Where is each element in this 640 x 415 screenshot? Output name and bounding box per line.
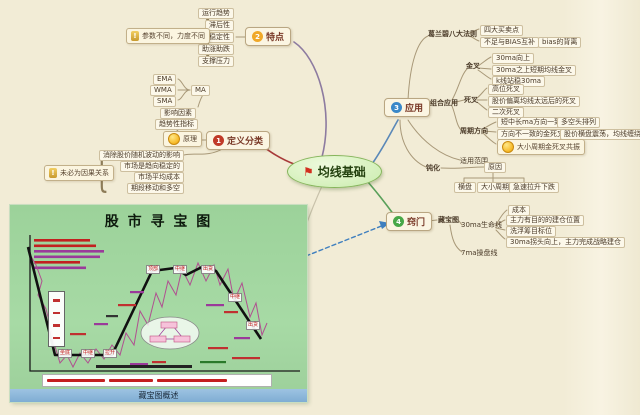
stage-label: 中继 <box>81 349 96 358</box>
flag-icon: ⚑ <box>303 164 314 179</box>
gelanbi-child: 四大买卖点 <box>480 25 523 36</box>
cangbaotu-node: 藏宝图 <box>438 216 459 224</box>
branch-dingyi-label: 定义分类 <box>227 137 264 147</box>
emoji-laughing-icon <box>502 141 514 153</box>
ma-item: MA <box>191 85 210 96</box>
branch-tedian-label: 特点 <box>266 33 285 43</box>
vertical-note-box <box>48 291 65 347</box>
line30-child: 洗浮筹目标位 <box>506 226 556 237</box>
yuanli-label: 原理 <box>183 135 197 143</box>
jincha-child: 30ma之上短期均线金叉 <box>492 65 577 76</box>
stage-label: 出货 <box>201 265 216 274</box>
stage-label: 出货 <box>246 321 261 330</box>
center-label: 均线基础 <box>317 165 366 179</box>
sma-item: SMA <box>153 96 177 107</box>
zhouqi-child-emoji: 大小周期金死叉共振 <box>497 139 585 155</box>
dingyi-note-label: 未必为因果关系 <box>60 169 109 177</box>
shiyong-item: 适用范围 <box>460 157 488 165</box>
zuhe-node: 组合应用 <box>430 99 458 107</box>
num2-icon: 2 <box>252 31 263 42</box>
yingxiang-item: 影响因素 <box>160 108 196 119</box>
sicha-child: 高位死叉 <box>488 84 524 95</box>
jincha-child: 30ma向上 <box>492 53 535 64</box>
line30-child: 主力有目的的建仓位置 <box>506 215 584 226</box>
num1-icon: 1 <box>213 135 224 146</box>
ema-item: EMA <box>153 74 177 85</box>
dunhua-cause: 急速拉升下跌 <box>509 182 559 193</box>
dunhua-cause: 大小周期 <box>477 182 513 193</box>
center-node[interactable]: ⚑ 均线基础 <box>287 155 382 188</box>
branch-qiaomen[interactable]: 4 窍门 <box>386 212 433 231</box>
tedian-note: ! 参数不同，力度不同 <box>126 28 210 44</box>
num4-icon: 4 <box>393 216 404 227</box>
principle-item: 市场平均成本 <box>134 172 184 183</box>
dunhua-node: 钝化 <box>426 164 440 172</box>
sicha-node: 死叉 <box>464 96 478 104</box>
line7-node: 7ma操盘线 <box>461 249 498 257</box>
treasure-map-title: 股 市 寻 宝 图 <box>104 214 213 230</box>
exclamation-icon: ! <box>49 168 57 178</box>
qushi-item: 趋势性指标 <box>155 119 198 130</box>
tedian-note-label: 参数不同，力度不同 <box>142 32 205 40</box>
tedian-item: 运行趋势 <box>198 8 234 19</box>
gelanbi-child: 不足与BIAS互补 <box>480 37 540 48</box>
treasure-map-footer: 藏宝图概述 <box>10 389 307 402</box>
zhouqi-node: 周期方向 <box>460 127 488 135</box>
stage-label: 中继 <box>173 265 188 274</box>
emoji-laughing-icon <box>168 133 180 145</box>
line30-node: 30ma生命线 <box>461 221 503 229</box>
treasure-map-image: 股 市 寻 宝 图 <box>10 205 307 402</box>
gelanbi-node: 葛兰碧八大法则 <box>428 30 477 38</box>
dunhua-cause: 横盘 <box>454 182 476 193</box>
tedian-item: 助涨助跌 <box>198 44 234 55</box>
trophy-icon: ! <box>131 31 139 41</box>
zhouqi-grandchild: 股价横盘震荡，均线缠绕 <box>560 129 640 140</box>
stage-label: 拉升 <box>103 349 118 358</box>
zhouqi-grandchild: 多空头排列 <box>557 117 600 128</box>
tedian-item: 支撑压力 <box>198 56 234 67</box>
jincha-node: 金叉 <box>466 62 480 70</box>
principle-item: 市场是趋向稳定的 <box>120 161 184 172</box>
principle-item: 期段移动和多空 <box>127 183 184 194</box>
yuanli-node: 原理 <box>163 131 202 147</box>
stage-label: 坐底 <box>58 349 73 358</box>
tedian-item: 滞后性 <box>205 20 234 31</box>
branch-yingyong[interactable]: 3 应用 <box>384 98 431 117</box>
branch-tedian[interactable]: 2 特点 <box>245 27 292 46</box>
caption-box <box>42 374 272 387</box>
zhouqi-child: 短中长ma方向一致 <box>497 117 566 128</box>
dingyi-note: ! 未必为因果关系 <box>44 165 114 181</box>
stage-label: 中继 <box>228 293 243 302</box>
dunhua-reason: 原因 <box>484 162 506 173</box>
branch-yingyong-label: 应用 <box>405 104 424 114</box>
principle-item: 消除股价随机波动的影响 <box>99 150 184 161</box>
sicha-child: 股价偏离均线太远后的死叉 <box>488 96 580 107</box>
branch-dingyi[interactable]: 1 定义分类 <box>206 131 271 150</box>
num3-icon: 3 <box>391 102 402 113</box>
wma-item: WMA <box>150 85 176 96</box>
line30-child: 30ma拐头向上，主力完成战略建仓 <box>506 237 626 248</box>
gelanbi-grandchild: bias的背离 <box>538 37 582 48</box>
stage-label: 顶部 <box>146 265 161 274</box>
zhouqi-c3-label: 大小周期金死叉共振 <box>517 143 580 151</box>
branch-qiaomen-label: 窍门 <box>407 218 426 228</box>
